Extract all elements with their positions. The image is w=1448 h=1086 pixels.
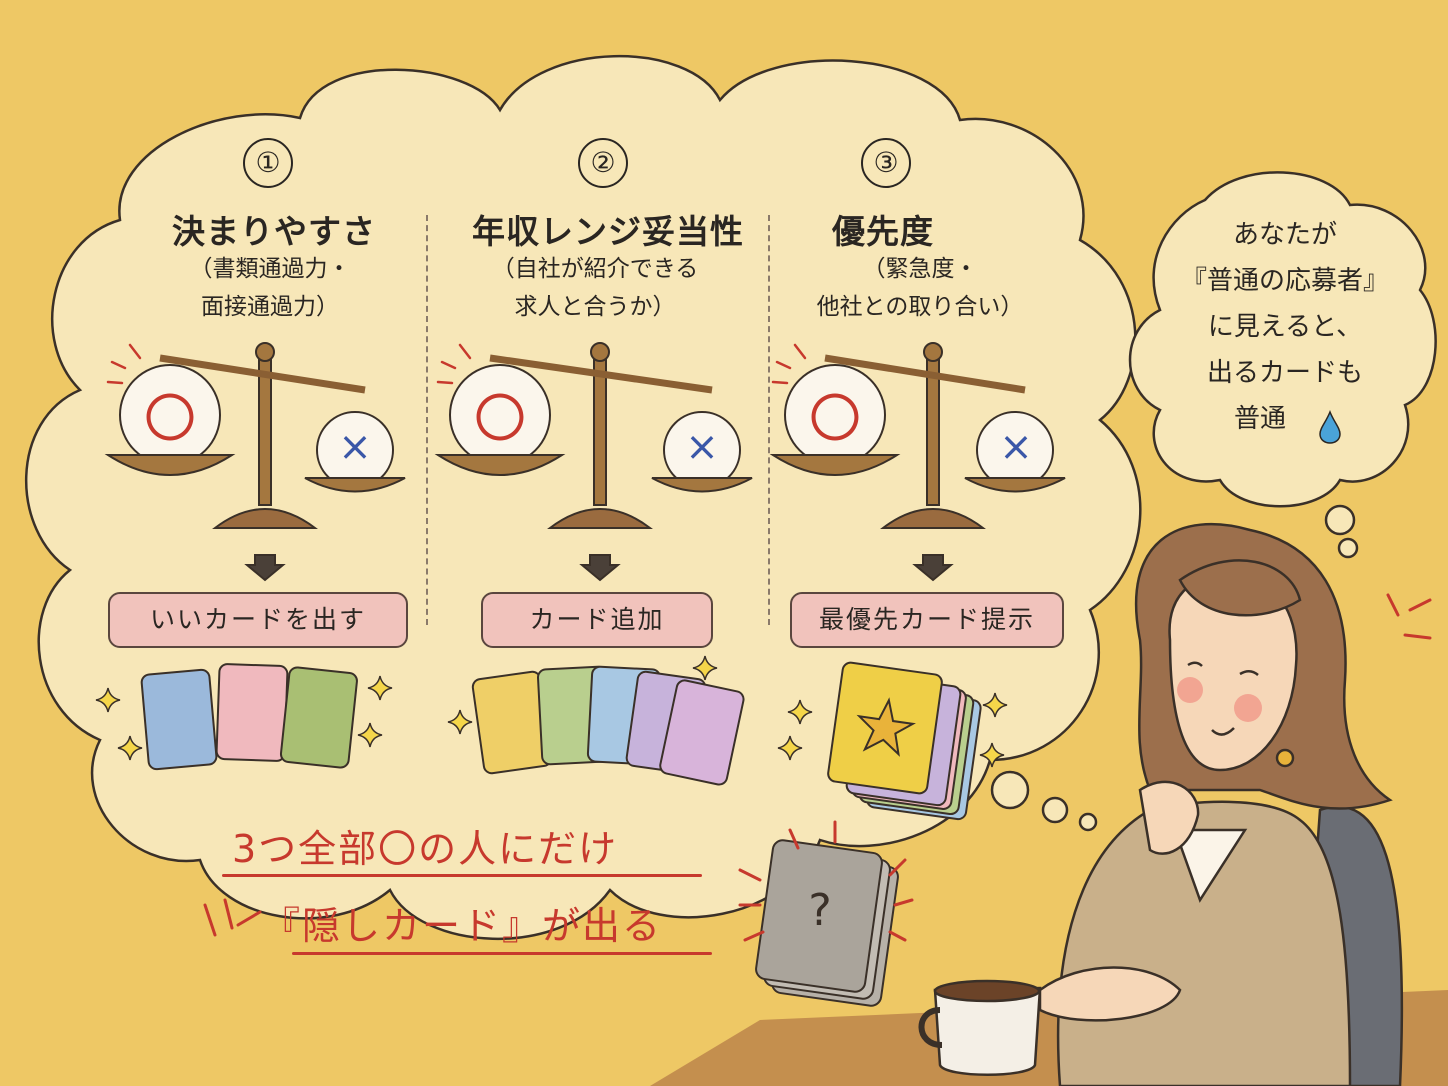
scale-1 [104, 342, 406, 582]
sparkle-3 [367, 675, 393, 701]
sparkle-7 [787, 699, 813, 725]
step-2-title: 年収レンジ妥当性 [472, 212, 744, 251]
card-3-star [856, 697, 916, 757]
card-group-3 [827, 661, 982, 821]
card-2-5 [659, 679, 745, 786]
sparkle-5 [447, 709, 473, 735]
step-2-subtitle-1: （自社が紹介できる [491, 256, 699, 282]
thought-line-1: あなたが [1232, 220, 1337, 250]
step-2-number: ② [578, 138, 628, 188]
divider-1 [426, 215, 428, 625]
step-2-subtitle-2: 求人と合うか） [514, 294, 676, 320]
card-1-3 [279, 666, 358, 769]
sparkle-2 [117, 735, 143, 761]
step-3-subtitle-2: 他社との取り合い） [816, 294, 1024, 320]
hidden-card-stack [755, 839, 899, 1007]
step-1-result-label: いいカードを出す [108, 592, 408, 648]
small-thought-cloud [1128, 171, 1437, 559]
result-cards [95, 655, 1008, 821]
thought-line-4: 出るカードも [1206, 358, 1363, 388]
card-1-2 [215, 663, 289, 762]
step-1-good-mark: 〇 [143, 390, 196, 450]
step-1-title: 決まりやすさ [172, 212, 376, 251]
thought-line-5: 普通 [1233, 404, 1286, 434]
step-1-number: ① [243, 138, 293, 188]
thought-line-2: 『普通の応募者』 [1180, 266, 1389, 296]
scale-3 [769, 342, 1066, 582]
big-thought-cloud [24, 55, 1142, 940]
woman-illustration [918, 522, 1404, 1086]
step-3-title: 優先度 [832, 212, 934, 251]
thought-line-3: に見えると、 [1207, 312, 1363, 342]
scale-sparks-2 [436, 343, 472, 385]
step-3-bad-mark: × [999, 424, 1033, 470]
card-1-1 [140, 668, 218, 771]
sparkle-10 [979, 742, 1005, 768]
scale-sparks-3 [771, 343, 807, 385]
sparkle-1 [95, 687, 121, 713]
sparkle-4 [357, 722, 383, 748]
step-3-subtitle-1: （緊急度・ [862, 256, 978, 282]
balance-scales [104, 342, 1066, 582]
sparkle-6 [692, 655, 718, 681]
scale-sparks-1 [106, 343, 142, 385]
sparkle-9 [982, 692, 1008, 718]
conclusion-underline-2 [292, 952, 712, 955]
conclusion-line-2: 『隠しカード』が出る [262, 904, 663, 948]
step-2-bad-mark: × [685, 424, 719, 470]
hidden-card-sparks [203, 820, 914, 942]
card-group-2 [471, 665, 745, 786]
hidden-card-question-mark: ? [808, 885, 832, 936]
step-3-number: ③ [861, 138, 911, 188]
woman-sparks [1386, 593, 1432, 640]
conclusion-line-1: 3つ全部〇の人にだけ [232, 827, 619, 871]
divider-2 [768, 215, 770, 625]
step-1-subtitle-1: （書類通過力・ [189, 256, 351, 282]
step-2-result-label: カード追加 [481, 592, 713, 648]
step-1-bad-mark: × [338, 424, 372, 470]
step-3-good-mark: 〇 [808, 390, 861, 450]
step-1-subtitle-2: 面接通過力） [201, 294, 339, 320]
scale-2 [434, 342, 753, 582]
sparkle-8 [777, 735, 803, 761]
step-2-good-mark: 〇 [473, 390, 526, 450]
water-drop-icon [1319, 410, 1341, 444]
card-group-1 [140, 663, 358, 771]
conclusion-underline-1 [222, 874, 702, 877]
step-3-result-label: 最優先カード提示 [790, 592, 1064, 648]
